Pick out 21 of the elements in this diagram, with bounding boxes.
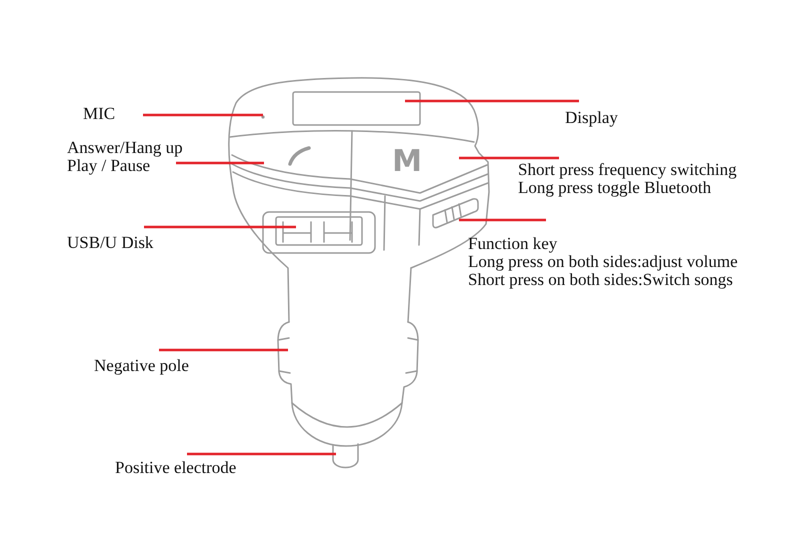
leader-line (143, 114, 263, 116)
button-letter: M (392, 144, 422, 179)
leader-line (187, 452, 336, 456)
callout-label: Answer/Hang up (67, 139, 183, 157)
leader-line (459, 218, 546, 222)
callout-label: Short press on both sides:Switch songs (468, 271, 734, 289)
leader-line (144, 226, 296, 228)
callout-label: Play / Pause (67, 157, 150, 175)
leader-line (176, 162, 264, 164)
callout-label: Negative pole (94, 357, 189, 375)
callout-label: Positive electrode (115, 459, 236, 477)
callout-label: Function key (468, 235, 558, 253)
callout-label: Long press on both sides:adjust volume (468, 253, 738, 271)
callout-label: Short press frequency switching (518, 161, 737, 179)
leader-line (459, 156, 559, 160)
callout-label: USB/U Disk (67, 234, 154, 252)
callout-label: Display (565, 109, 618, 127)
callout-label: MIC (83, 105, 116, 123)
leader-line (405, 100, 579, 102)
leader-line (159, 348, 288, 352)
callout-label: Long press toggle Bluetooth (518, 179, 712, 197)
